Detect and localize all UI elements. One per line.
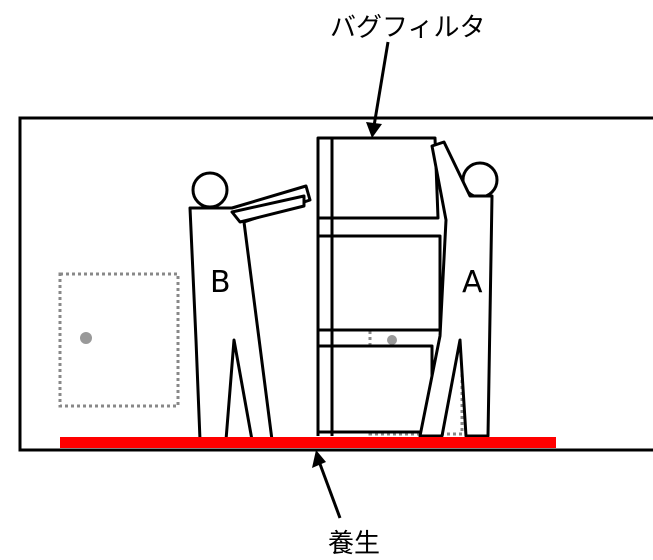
curing-sheet xyxy=(60,437,556,448)
label-curing: 養生 xyxy=(328,529,380,559)
person-b xyxy=(188,171,312,442)
label-bag-filter: バグフィルタ xyxy=(330,13,485,43)
person-a xyxy=(418,140,499,438)
person-b-body xyxy=(188,184,312,442)
label-person-a: A xyxy=(462,265,483,300)
curing-arrow xyxy=(312,450,342,519)
bag-filter-stack xyxy=(316,136,442,436)
filter-unit-middle xyxy=(316,234,442,332)
filter-unit-bottom xyxy=(316,344,434,434)
dotted-box-left xyxy=(58,272,180,408)
dot-right-upper xyxy=(387,335,397,345)
person-b-head xyxy=(191,171,229,209)
room-walls xyxy=(18,116,653,452)
filter-unit-top xyxy=(316,136,440,220)
dot-left xyxy=(80,332,92,344)
label-person-b: B xyxy=(210,265,231,300)
filter-arrow xyxy=(366,41,390,138)
room-outline xyxy=(18,116,653,452)
person-a-body xyxy=(418,140,494,438)
person-b-arm xyxy=(230,194,306,224)
